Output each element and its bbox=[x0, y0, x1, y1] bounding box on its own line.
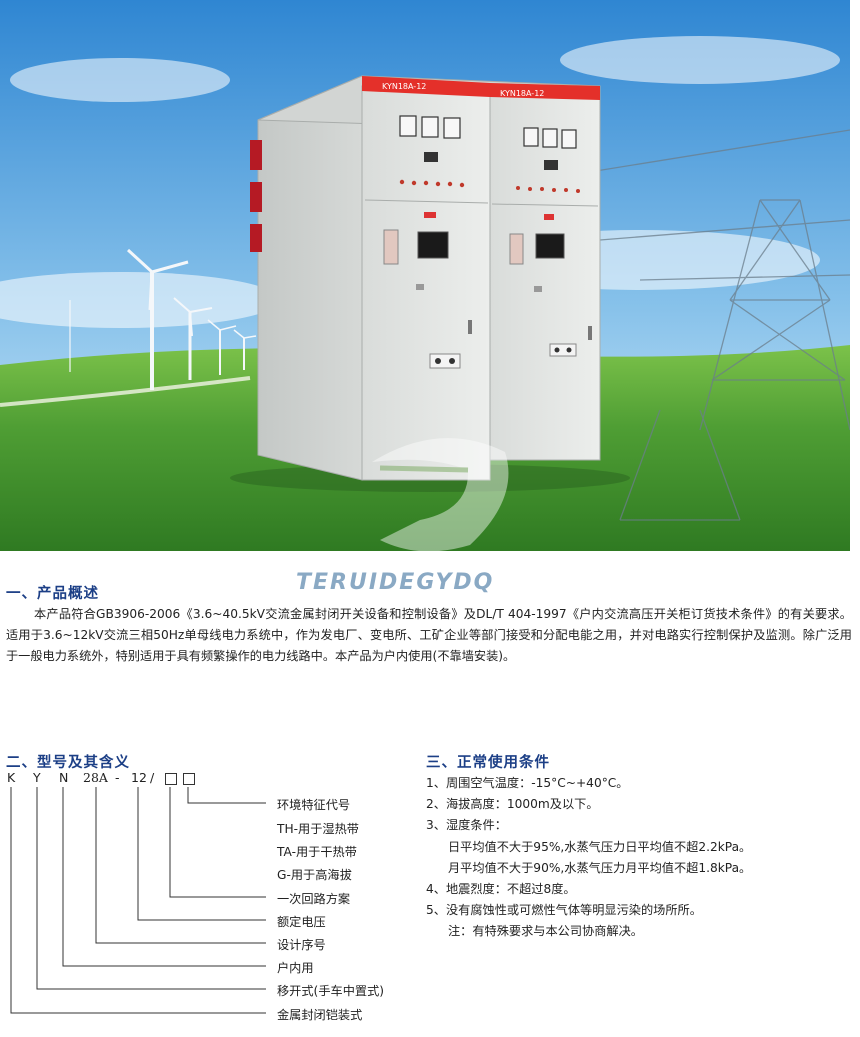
label-metal-clad: 金属封闭铠装式 bbox=[277, 1008, 363, 1022]
condition-item: 3、湿度条件： bbox=[426, 818, 507, 833]
cabinet-label-left: KYN18A-12 bbox=[382, 82, 426, 91]
condition-note: 注：有特殊要求与本公司协商解决。 bbox=[448, 924, 643, 939]
condition-item: 1、周围空气温度：-15°C~+40°C。 bbox=[426, 776, 629, 790]
label-primary-scheme: 一次回路方案 bbox=[277, 892, 351, 906]
code-slash: / bbox=[150, 770, 155, 785]
code-dash: - bbox=[115, 770, 120, 785]
product-hero-image: KYN18A-12 KYN18A-12 bbox=[0, 0, 850, 551]
company-logo-watermark bbox=[372, 438, 509, 551]
code-series: 28A bbox=[83, 770, 108, 785]
model-connector-lines bbox=[10, 787, 266, 1014]
power-tower-icon bbox=[539, 129, 850, 521]
model-code-diagram: K Y N 28A - 12 / 环境特征代号 TH-用于湿热带 TA-用于干热… bbox=[0, 770, 410, 1030]
code-box-environment bbox=[183, 773, 195, 785]
code-box-scheme bbox=[165, 773, 177, 785]
condition-item: 4、地震烈度：不超过8度。 bbox=[426, 882, 576, 897]
overview-paragraph: 本产品符合GB3906-2006《3.6~40.5kV交流金属封闭开关设备和控制… bbox=[6, 607, 852, 663]
section-title-model: 二、型号及其含义 bbox=[6, 755, 130, 771]
code-k: K bbox=[7, 770, 16, 785]
label-indoor: 户内用 bbox=[277, 961, 314, 975]
brand-watermark: TERUIDEGYDQ bbox=[296, 570, 495, 595]
label-th: TH-用于湿热带 bbox=[277, 822, 359, 836]
condition-subitem: 月平均值不大于90%,水蒸气压力月平均值不超1.8kPa。 bbox=[448, 860, 752, 875]
code-y: Y bbox=[33, 770, 41, 785]
label-withdrawable: 移开式(手车中置式) bbox=[277, 984, 385, 998]
condition-item: 5、没有腐蚀性或可燃性气体等明显污染的场所所。 bbox=[426, 903, 702, 918]
conditions-list: 1、周围空气温度：-15°C~+40°C。 2、海拔高度：1000m及以下。 3… bbox=[426, 773, 846, 943]
section-title-overview: 一、产品概述 bbox=[6, 586, 99, 602]
condition-item: 2、海拔高度：1000m及以下。 bbox=[426, 797, 599, 812]
wind-turbine-icon bbox=[69, 248, 257, 390]
label-rated-voltage: 额定电压 bbox=[277, 915, 326, 929]
label-design-serial: 设计序号 bbox=[277, 938, 326, 952]
code-n: N bbox=[59, 770, 69, 785]
code-voltage: 12 bbox=[131, 770, 147, 785]
label-ta: TA-用于干热带 bbox=[277, 845, 357, 859]
label-g: G-用于高海拔 bbox=[277, 868, 352, 882]
cabinet-label-right: KYN18A-12 bbox=[500, 89, 544, 98]
section-title-conditions: 三、正常使用条件 bbox=[426, 755, 550, 771]
condition-subitem: 日平均值不大于95%,水蒸气压力日平均值不超2.2kPa。 bbox=[448, 839, 752, 854]
label-env-code: 环境特征代号 bbox=[277, 798, 351, 812]
